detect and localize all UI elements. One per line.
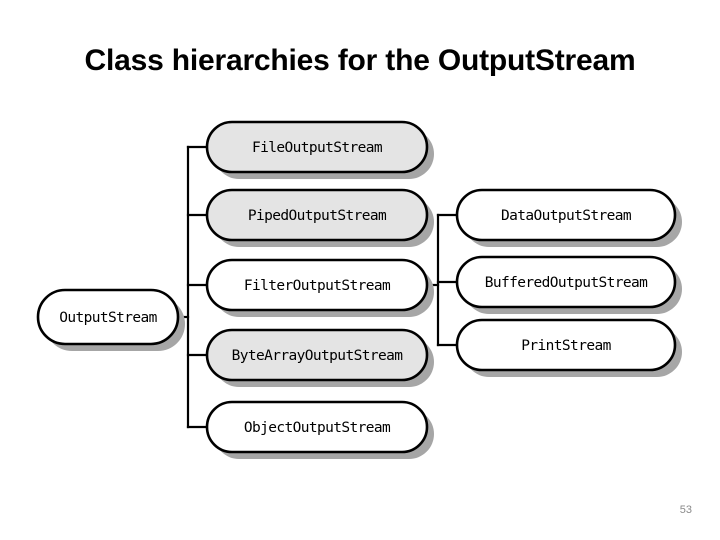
class-hierarchy-diagram: OutputStream FileOutputStreamPipedOutputS… [36,120,682,459]
node-box [205,120,429,174]
node-label: DataOutputStream [501,208,632,224]
node-label: ObjectOutputStream [244,420,391,436]
node-file-output-stream[interactable]: FileOutputStream [205,120,429,174]
edge-layer [176,145,459,429]
page-number: 53 [679,504,692,516]
node-box [455,188,677,242]
node-output-stream[interactable]: OutputStream [36,288,180,346]
edge-group-output-stream [176,145,209,429]
node-box [455,255,677,309]
node-object-output-stream[interactable]: ObjectOutputStream [205,400,429,454]
node-label: FileOutputStream [252,140,383,156]
node-label: OutputStream [59,310,157,326]
node-label: ByteArrayOutputStream [232,348,404,364]
node-piped-output-stream[interactable]: PipedOutputStream [205,188,429,242]
node-filter-output-stream[interactable]: FilterOutputStream [205,258,429,312]
node-box [205,258,429,312]
node-layer: OutputStream FileOutputStreamPipedOutputS… [36,120,677,454]
edge-group-filter-output-stream [425,213,459,347]
node-buffered-output-stream[interactable]: BufferedOutputStream [455,255,677,309]
node-box [205,188,429,242]
node-print-stream[interactable]: PrintStream [455,318,677,372]
node-label: BufferedOutputStream [485,275,648,291]
node-label: PipedOutputStream [248,208,387,224]
page-title: Class hierarchies for the OutputStream [84,44,636,77]
node-box [205,328,429,382]
node-box [205,400,429,454]
node-box [455,318,677,372]
node-data-output-stream[interactable]: DataOutputStream [455,188,677,242]
node-box [36,288,180,346]
node-label: FilterOutputStream [244,278,391,294]
node-byte-array-output-stream[interactable]: ByteArrayOutputStream [205,328,429,382]
node-label: PrintStream [521,338,611,354]
